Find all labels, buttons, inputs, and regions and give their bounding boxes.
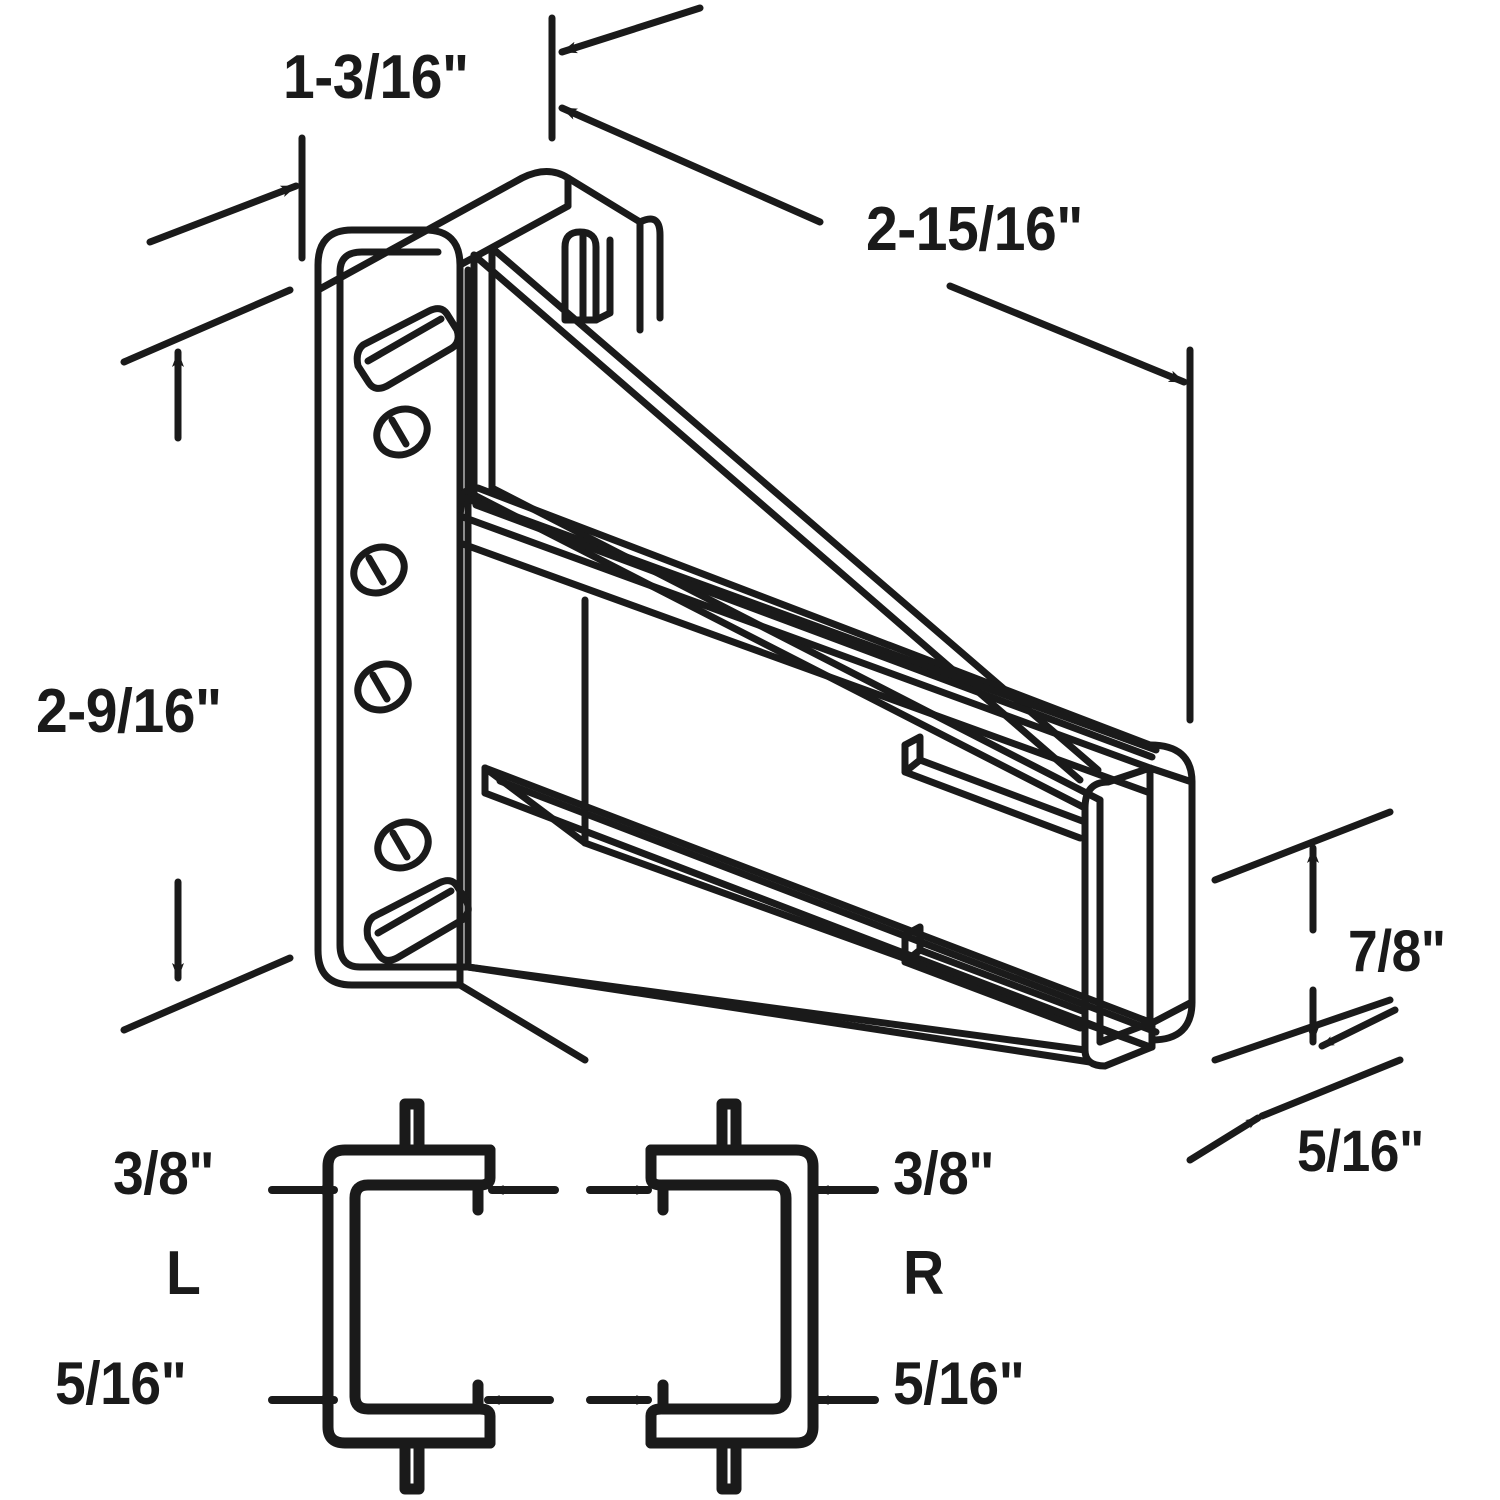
mounting-plate	[314, 226, 472, 989]
channel-end-face	[1081, 741, 1196, 1070]
mounting-hole-2	[350, 543, 408, 597]
witness-line-lip	[1258, 1056, 1404, 1120]
upper-flange	[456, 484, 1160, 797]
diagonal-gusset	[470, 244, 1104, 812]
section-dimension-arrows	[268, 1185, 879, 1405]
leader-lip-upper	[1318, 1006, 1399, 1050]
dimension-label-length-top: 2-15/16"	[866, 195, 1083, 264]
hand-label-right: R	[903, 1239, 944, 1308]
leader-lip-lower	[1186, 1114, 1262, 1164]
dimension-label-left-section-top: 3/8"	[113, 1140, 215, 1207]
mounting-hole-3	[354, 660, 412, 714]
leader-depth-right-2	[558, 104, 824, 226]
dimension-label-channel-height: 7/8"	[1348, 919, 1446, 984]
leader-length-right	[946, 282, 1188, 386]
mounting-hole-1	[373, 405, 431, 459]
dimension-label-height-left: 2-9/16"	[36, 677, 222, 746]
hand-label-left: L	[166, 1239, 201, 1308]
mounting-slot-bottom	[363, 877, 472, 964]
mounting-hole-4	[374, 818, 432, 872]
witness-line-channel-top	[1211, 808, 1394, 884]
dimension-label-depth-top: 1-3/16"	[283, 43, 469, 112]
dimension-lines	[120, 4, 1404, 1164]
left-cross-section	[322, 1098, 496, 1495]
dimension-label-left-section-bottom: 5/16"	[55, 1350, 187, 1417]
dimension-label-right-section-bottom: 5/16"	[893, 1350, 1025, 1417]
witness-line-channel-bottom	[1211, 996, 1394, 1064]
dimension-label-right-section-top: 3/8"	[893, 1140, 995, 1207]
main-isometric-view	[314, 168, 1196, 1070]
mounting-slot-top	[353, 305, 462, 392]
channel-upper-lip	[901, 733, 1089, 842]
dimension-label-lip-right: 5/16"	[1297, 1119, 1424, 1184]
leader-depth-right-1	[558, 4, 704, 56]
gusset-slot	[561, 228, 614, 324]
bracket-bottom-panel	[456, 839, 1154, 1066]
leader-depth-left	[146, 182, 300, 246]
witness-line-height-top	[120, 286, 294, 366]
witness-line-height-bottom	[120, 954, 294, 1034]
channel-lower-lip	[901, 923, 1089, 1032]
right-cross-section	[645, 1098, 819, 1495]
